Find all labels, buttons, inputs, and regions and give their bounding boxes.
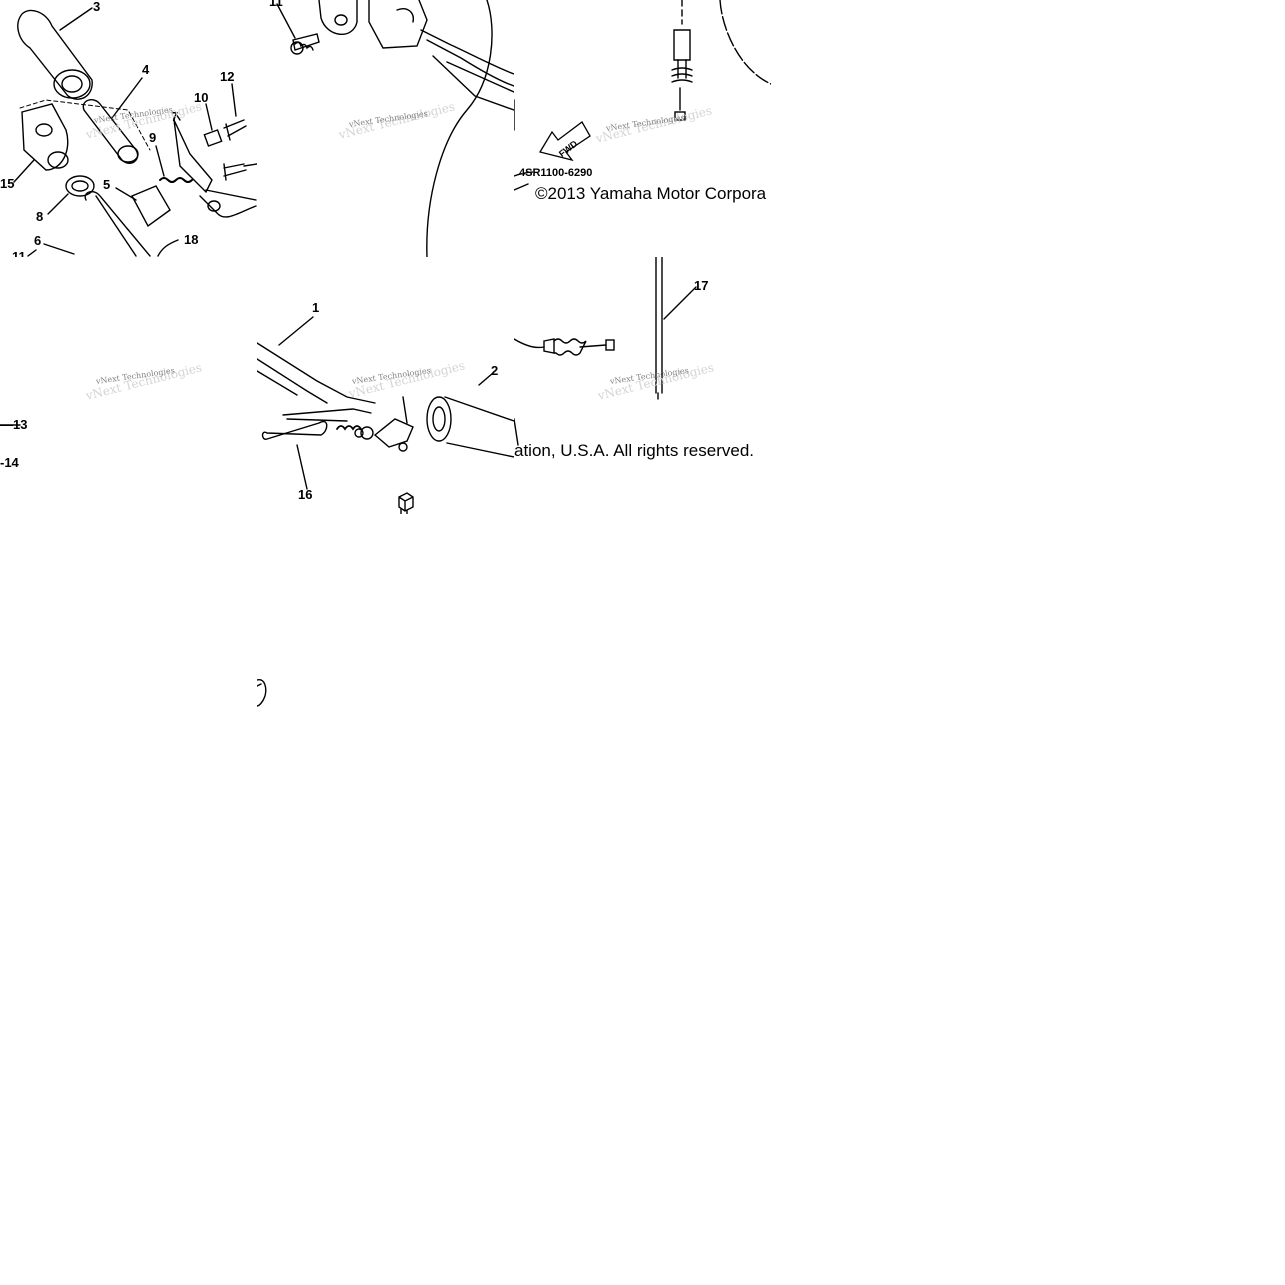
copyright-part-2: ation, U.S.A. All rights reserved.: [514, 441, 754, 460]
bolt-11: [292, 33, 320, 51]
copyright-part-1: ©2013 Yamaha Motor Corpora: [535, 184, 767, 203]
callout-4: 4: [142, 62, 150, 77]
tile-top-middle-drawing: [276, 0, 514, 257]
callout-13: —13: [0, 417, 28, 432]
tile-bottom-middle-drawing: [257, 679, 267, 707]
tile-center: 1 2 16 vNext Technologies vNext Technolo…: [257, 257, 514, 514]
callout-14: -14: [0, 455, 19, 470]
fwd-arrow: [538, 121, 591, 162]
callout-1: 1: [312, 300, 320, 315]
grip-3-shape: [17, 9, 93, 100]
callout-18: 18: [184, 232, 199, 247]
tile-top-middle: 11 vNext Technologies vNext Technologies: [257, 0, 514, 257]
handlebar-tube: [426, 39, 514, 87]
callout-7: 7: [171, 109, 179, 124]
tile-top-right-drawing: [514, 0, 771, 191]
housing-5-shape: [131, 185, 171, 228]
callout-6: 6: [34, 233, 42, 248]
callout-3: 3: [93, 0, 101, 14]
throttle-cable: [426, 0, 493, 257]
callout-2: 2: [491, 363, 499, 378]
callout-11-left: 11: [12, 249, 26, 257]
tile-bottom-middle: [257, 514, 514, 771]
tile-top-right: FWD 4SR1100-6290 ©2013 Yamaha Motor Corp…: [514, 0, 771, 257]
callout-9: 9: [149, 130, 157, 145]
tile-middle-right: 17 ation, U.S.A. All rights reserved. vN…: [514, 257, 771, 514]
callout-12: 12: [220, 69, 235, 84]
callout-11-top: 11: [269, 0, 283, 9]
grip-2-flange: [426, 396, 452, 442]
callout-5: 5: [103, 177, 111, 192]
tile-middle-right-drawing: [514, 257, 697, 446]
part-code: 4SR1100-6290: [519, 167, 593, 179]
housing-15-shape: [21, 103, 69, 171]
callout-17: 17: [694, 278, 709, 293]
switch-body: [368, 0, 428, 49]
clamp-upper: [318, 0, 358, 36]
callout-15: 15: [0, 176, 15, 191]
grip-3-end: [53, 69, 91, 99]
ring-8: [65, 175, 95, 197]
grip-2-body: [444, 396, 514, 422]
tile-middle-left-drawing: [0, 424, 21, 426]
handlebar-1: [257, 342, 376, 404]
tile-center-drawing: [257, 316, 514, 514]
callout-10: 10: [194, 90, 209, 105]
tile-top-left: 3 4 10 12 7 9 15 5 8 18 6 11 vNext Techn…: [0, 0, 257, 257]
callout-16: 16: [298, 487, 313, 502]
tile-middle-left: —13 -14 vNext Technologies vNext Technol…: [0, 257, 257, 514]
spring-9: [159, 177, 193, 183]
lever-perch: [261, 420, 328, 440]
tile-top-left-drawing: [13, 7, 257, 257]
callout-8: 8: [36, 209, 44, 224]
